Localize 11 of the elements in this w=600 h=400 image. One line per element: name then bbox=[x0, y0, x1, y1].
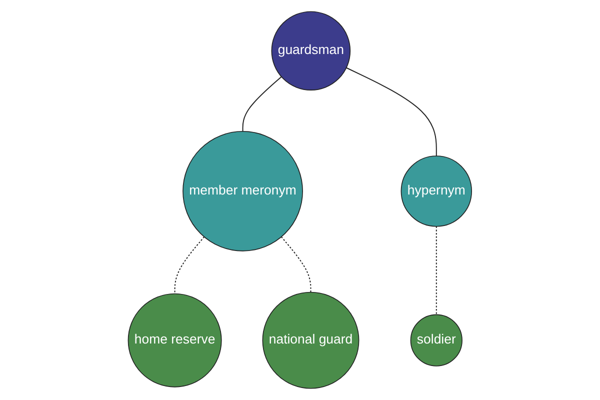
connector bbox=[346, 67, 437, 156]
node-circle: national guard bbox=[262, 292, 360, 389]
connector bbox=[280, 236, 312, 293]
node-circle: guardsman bbox=[271, 11, 351, 90]
connector bbox=[174, 236, 205, 294]
node-circle: member meronym bbox=[182, 130, 304, 252]
connector bbox=[436, 226, 437, 316]
node-circle: home reserve bbox=[128, 293, 222, 388]
node-circle: soldier bbox=[410, 314, 463, 366]
connector bbox=[242, 76, 282, 132]
node-circle: hypernym bbox=[400, 156, 472, 227]
